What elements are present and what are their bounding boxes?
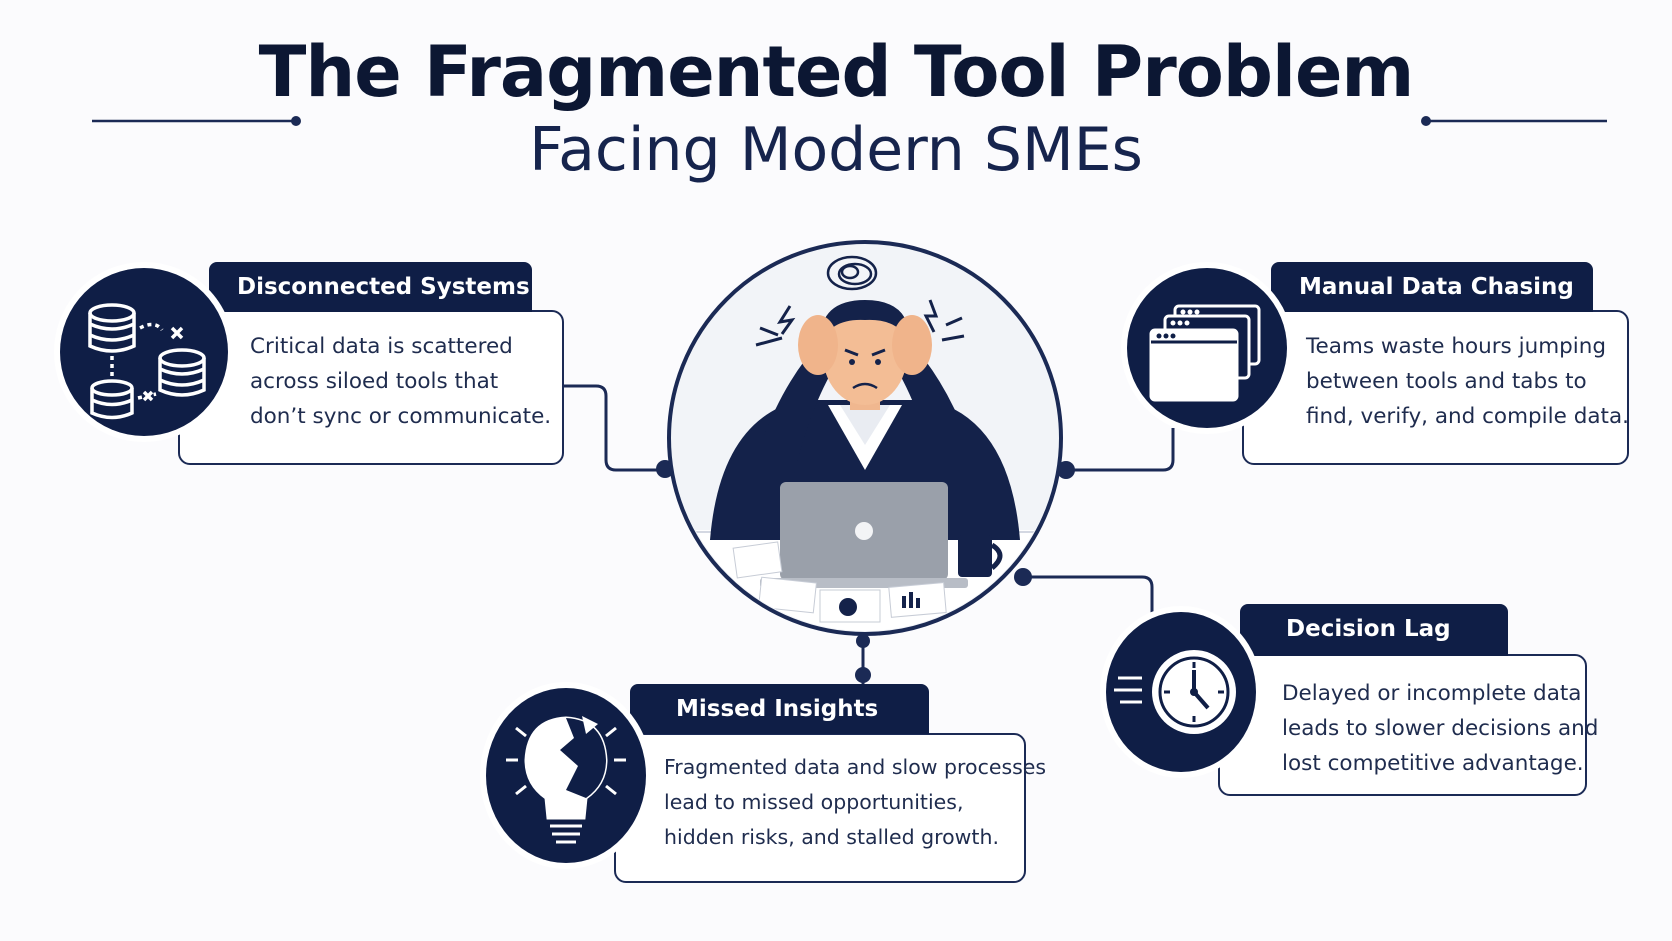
card-manual-data-chasing-text: Teams waste hours jumping between tools … [1306,334,1629,429]
card-manual-data-chasing-title: Manual Data Chasing [1271,262,1593,312]
card-missed-insights-text: Fragmented data and slow processes lead … [664,755,1047,849]
card-missed-insights-title: Missed Insights [630,684,929,734]
connector-insights-top-dot [856,634,870,648]
card-disconnected-systems-text: Critical data is scattered across siloed… [250,334,552,429]
card-missed-insights [614,733,1026,883]
clock-icon [1106,612,1256,772]
card-decision-lag [1218,654,1587,796]
connector-insights-dot [855,667,871,683]
database-icon [60,268,228,436]
page-subtitle: Facing Modern SMEs [529,115,1143,185]
broken-lightbulb-icon [486,688,646,863]
connector-manual [1067,428,1175,472]
page-title: The Fragmented Tool Problem [258,31,1415,113]
card-manual-data-chasing [1242,310,1629,465]
connector-lag-dot [1014,568,1032,586]
connector-lag [1024,575,1154,628]
card-disconnected-systems [178,310,564,465]
card-decision-lag-text: Delayed or incomplete data leads to slow… [1282,681,1599,776]
title-rule-right-dot [1421,116,1431,126]
card-disconnected-systems-title: Disconnected Systems [209,262,532,312]
windows-icon [1127,268,1287,428]
title-rule-left-dot [291,116,301,126]
connector-disconnected [563,384,664,472]
connector-manual-dot [1057,461,1075,479]
card-decision-lag-title: Decision Lag [1240,604,1508,656]
